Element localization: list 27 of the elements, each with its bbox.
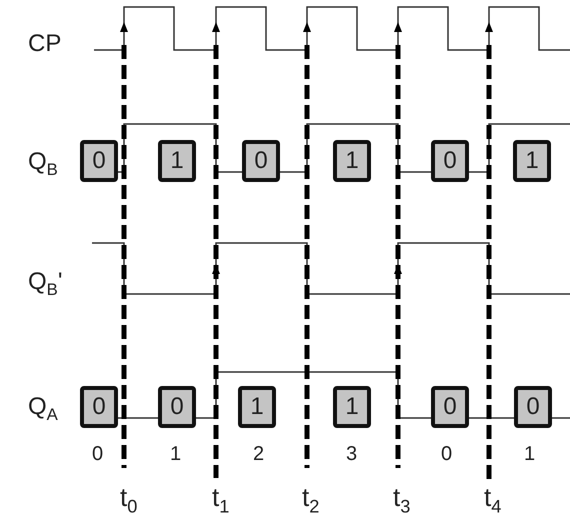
value-box: 1 — [238, 386, 276, 428]
value-box: 0 — [431, 386, 469, 428]
value-box: 0 — [80, 140, 118, 182]
signal-label: Q$_{B}$' — [28, 270, 62, 299]
value-box: 1 — [333, 140, 371, 182]
time-label: t$_{0}$ — [120, 484, 138, 516]
count-label: 0 — [441, 444, 452, 464]
count-label: 0 — [92, 444, 104, 464]
signal-label: CP — [28, 32, 62, 56]
value-box: 1 — [513, 140, 551, 182]
value-box: 0 — [431, 140, 469, 182]
signal-label: Q$_{B}$ — [28, 150, 58, 179]
count-label: 1 — [524, 444, 536, 464]
value-box: 1 — [333, 386, 371, 428]
time-label: t$_{1}$ — [212, 484, 230, 516]
time-label: t$_{2}$ — [302, 484, 320, 516]
count-label: 1 — [170, 444, 182, 464]
time-label: t$_{3}$ — [393, 484, 410, 516]
count-label: 2 — [253, 444, 264, 464]
value-box: 1 — [158, 140, 196, 182]
count-label: 3 — [346, 444, 358, 464]
value-box: 0 — [514, 386, 552, 428]
value-box: 0 — [158, 386, 196, 428]
signal-label: Q$_{A}$ — [28, 395, 58, 424]
value-box: 0 — [242, 140, 280, 182]
value-box: 0 — [80, 386, 118, 428]
time-label: t$_{4}$ — [484, 484, 502, 516]
